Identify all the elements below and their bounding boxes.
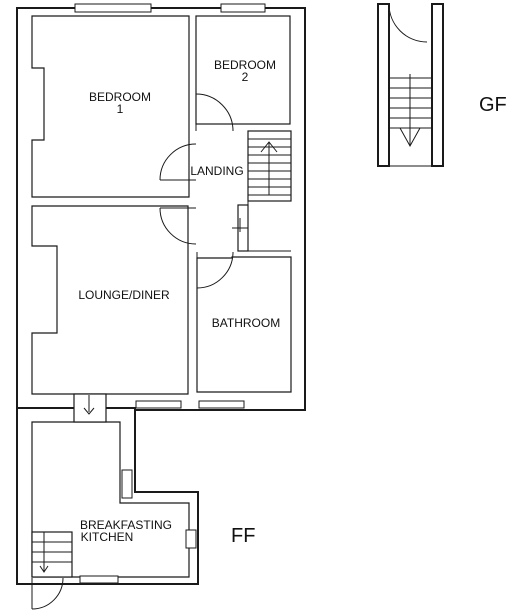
landing-label: LANDING <box>190 164 243 178</box>
bedroom-2-label: BEDROOM <box>214 58 276 72</box>
kitchen-label-line2: KITCHEN <box>81 530 134 544</box>
first-floor-label: FF <box>231 525 255 547</box>
kitchen-windows <box>79 469 197 584</box>
bedroom-2-room <box>195 15 291 125</box>
bedroom-1-label: BEDROOM <box>89 90 151 104</box>
bedroom-1-room <box>31 15 190 198</box>
bathroom-room <box>196 256 292 393</box>
lounge-room <box>31 205 189 395</box>
bathroom-label: BATHROOM <box>212 316 280 330</box>
kitchen-stairs <box>31 531 73 610</box>
main-windows <box>74 3 266 409</box>
bedroom-1-number: 1 <box>117 102 124 116</box>
ground-floor-label: GF <box>479 94 507 116</box>
bedroom-2-number: 2 <box>242 70 249 84</box>
first-floor-stairs <box>248 138 291 196</box>
kitchen-label-line1: BREAKFASTING <box>80 518 172 532</box>
lounge-label: LOUNGE/DINER <box>78 288 170 302</box>
ground-floor-stair-plan <box>377 3 444 167</box>
landing-doors <box>159 93 234 289</box>
